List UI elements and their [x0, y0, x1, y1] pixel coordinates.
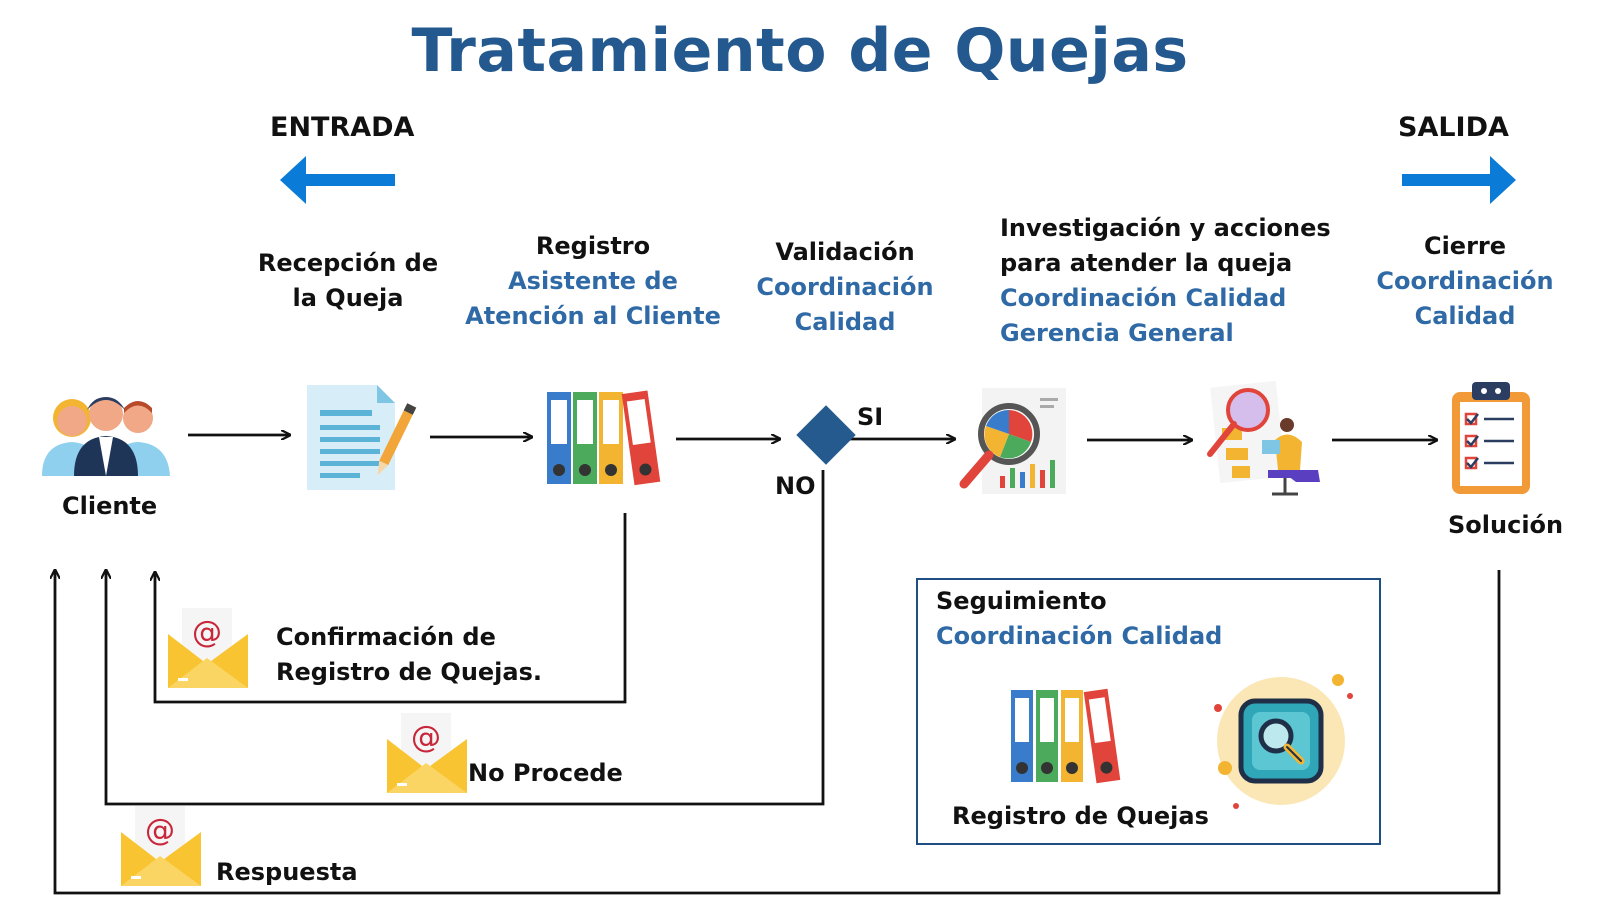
email-envelope-icon: @: [387, 713, 467, 793]
step-investigacion-line1: Investigación y acciones: [1000, 214, 1331, 242]
email-envelope-icon: @: [121, 806, 201, 886]
seguimiento-subtitle: Coordinación Calidad: [936, 622, 1223, 650]
svg-text:@: @: [192, 615, 222, 650]
seguimiento-caption: Registro de Quejas: [952, 802, 1209, 830]
analysis-magnifier-icon: [959, 388, 1066, 494]
step-validacion-title: Validación: [775, 238, 915, 266]
binders-small-icon: [1011, 688, 1121, 784]
cliente-label: Cliente: [62, 492, 158, 520]
email-envelope-icon: @: [168, 608, 248, 688]
step-investigacion-line3: Coordinación Calidad: [1000, 284, 1287, 312]
confirmacion-line1: Confirmación de: [276, 623, 496, 651]
step-cierre: Cierre Coordinación Calidad: [1365, 229, 1565, 334]
step-validacion-line2: Calidad: [794, 308, 896, 336]
investigation-person-icon: [1207, 380, 1320, 496]
step-registro-line1: Asistente de: [508, 267, 678, 295]
step-validacion-line1: Coordinación: [756, 273, 934, 301]
step-investigacion-line4: Gerencia General: [1000, 319, 1234, 347]
step-cierre-line2: Calidad: [1414, 302, 1516, 330]
salida-arrow: [1402, 156, 1516, 204]
line-respuesta: [55, 570, 1501, 895]
decision-diamond: [796, 405, 856, 465]
step-recepcion: Recepción de la Queja: [248, 246, 448, 316]
step-investigacion: Investigación y acciones para atender la…: [1000, 211, 1340, 351]
no-procede-label: No Procede: [468, 759, 623, 787]
step-registro: Registro Asistente de Atención al Client…: [458, 229, 728, 334]
step-investigacion-line2: para atender la queja: [1000, 249, 1293, 277]
step-recepcion-line1: Recepción de: [257, 249, 439, 277]
document-icon: [307, 385, 417, 490]
line-no-procede: [106, 470, 825, 806]
confirmacion-line2: Registro de Quejas.: [276, 658, 543, 686]
entrada-arrow: [280, 156, 395, 204]
binders-icon: [547, 390, 661, 486]
search-magnifier-icon: [1214, 674, 1353, 809]
page-title: Tratamiento de Quejas: [411, 16, 1189, 86]
solucion-label: Solución: [1448, 511, 1564, 539]
respuesta-label: Respuesta: [216, 858, 358, 886]
line-confirmacion: [155, 513, 627, 704]
entrada-label: ENTRADA: [270, 112, 415, 143]
no-label: NO: [775, 472, 816, 500]
step-registro-line2: Atención al Cliente: [465, 302, 721, 330]
salida-label: SALIDA: [1398, 112, 1509, 143]
cliente-people-icon: [42, 397, 170, 476]
si-label: SI: [857, 403, 884, 431]
step-validacion: Validación Coordinación Calidad: [740, 235, 950, 340]
step-cierre-line1: Coordinación: [1376, 267, 1554, 295]
seguimiento-title: Seguimiento: [936, 587, 1107, 615]
step-registro-title: Registro: [535, 232, 651, 260]
confirmacion-label: Confirmación de Registro de Quejas.: [276, 620, 542, 690]
clipboard-checklist-icon: [1452, 382, 1530, 494]
seguimiento-box: Seguimiento Coordinación Calidad Registr…: [916, 578, 1381, 845]
step-cierre-title: Cierre: [1423, 232, 1507, 260]
step-recepcion-line2: la Queja: [292, 284, 404, 312]
svg-text:@: @: [145, 813, 175, 848]
svg-text:@: @: [411, 720, 441, 755]
